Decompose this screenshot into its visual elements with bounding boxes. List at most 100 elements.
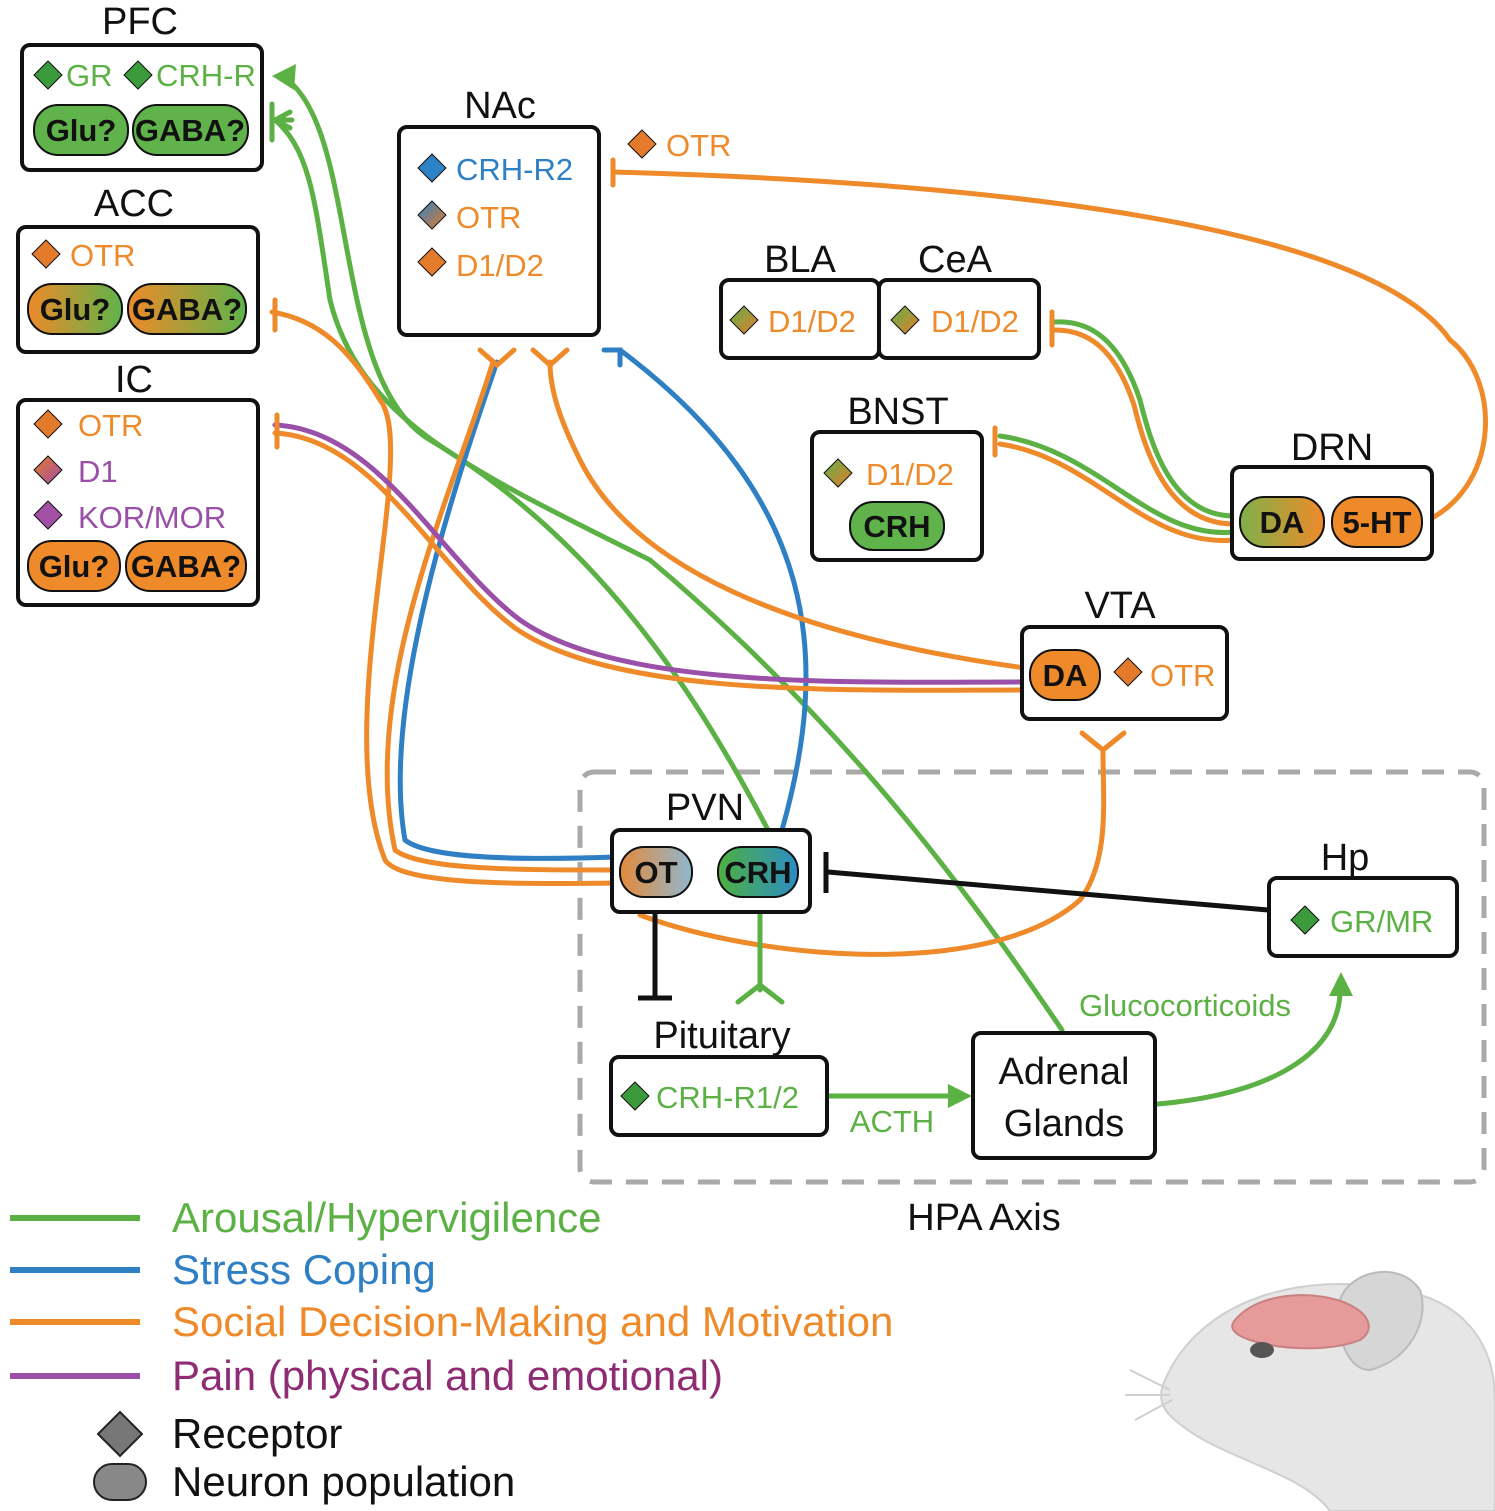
- legend-label-neuron-population: Neuron population: [172, 1458, 515, 1505]
- green-terminal-pfc: [269, 109, 295, 131]
- receptor-diamond-icon: [33, 409, 63, 439]
- region-pvn: PVN OT CRH: [610, 787, 812, 914]
- bla-title: BLA: [764, 239, 836, 281]
- orange-terminal-nac-2: [530, 347, 570, 369]
- pfc-pop-glu: [33, 104, 129, 156]
- drn-pop-5ht-label: 5-HT: [1343, 505, 1412, 540]
- black-hp-inhibit-pvn: [825, 869, 1271, 913]
- green-terminal-pituitary: [735, 981, 785, 1005]
- orange-pvn-to-nac: [384, 359, 618, 873]
- pvn-pop-ot-label: OT: [634, 855, 677, 890]
- pfc-title: PFC: [102, 1, 178, 43]
- drn-pop-da: [1239, 496, 1325, 548]
- legend-label-arousal: Arousal/Hypervigilence: [172, 1194, 602, 1241]
- glucocorticoids-label: Glucocorticoids: [1079, 988, 1291, 1023]
- nac-receptor-d1d2: D1/D2: [456, 248, 544, 283]
- orange-terminal-nac-1: [477, 347, 517, 369]
- green-glucocorticoids-arrow: [1155, 992, 1343, 1107]
- acc-receptor-otr: OTR: [70, 238, 135, 273]
- legend-label-social: Social Decision-Making and Motivation: [172, 1298, 893, 1345]
- blue-terminal-nac: [601, 347, 623, 368]
- hp-box: [1267, 876, 1459, 958]
- orange-vta-to-nac: [547, 359, 1028, 671]
- acc-title: ACC: [94, 183, 174, 225]
- receptor-diamond-icon: [31, 239, 61, 269]
- receptor-diamond-icon: [33, 455, 63, 485]
- receptor-diamond-icon: [1113, 657, 1143, 687]
- green-arrowhead-hp: [1329, 972, 1353, 996]
- receptor-diamond-icon: [33, 60, 63, 90]
- region-pfc: PFC GR CRH-R Glu? GABA?: [20, 1, 264, 172]
- mouse-brain-illustration-icon: [1125, 1271, 1495, 1511]
- bnst-pop-crh-label: CRH: [863, 509, 930, 544]
- ic-pop-gaba-label: GABA?: [131, 549, 241, 584]
- ic-pop-glu-label: Glu?: [39, 549, 110, 584]
- vta-receptor-otr: OTR: [1150, 658, 1215, 693]
- acc-pop-gaba: [127, 283, 247, 335]
- ic-receptor-d1: D1: [78, 454, 118, 489]
- cea-receptor-d1d2: D1/D2: [931, 304, 1019, 339]
- pvn-pop-crh-label: CRH: [724, 855, 791, 890]
- orange-drn-to-cea: [1052, 327, 1237, 527]
- acc-pop-glu-label: Glu?: [40, 292, 111, 327]
- receptor-diamond-icon: [890, 305, 920, 335]
- neuron-population-pill-icon: [93, 1463, 147, 1501]
- green-arrowhead-pfc: [272, 64, 296, 90]
- ic-receptor-kormor: KOR/MOR: [78, 500, 226, 535]
- acc-pop-glu: [27, 283, 123, 335]
- acc-pop-gaba-label: GABA?: [132, 292, 242, 327]
- receptor-diamond-icon: [729, 305, 759, 335]
- green-adrenal-to-pfc: [272, 117, 1065, 1033]
- acth-label: ACTH: [850, 1104, 934, 1139]
- receptor-diamond-icon: [823, 458, 853, 488]
- orange-pvn-to-vta: [637, 749, 1107, 957]
- purple-vta-to-ic: [272, 422, 1028, 685]
- legend-label-pain: Pain (physical and emotional): [172, 1352, 723, 1399]
- hp-title: Hp: [1321, 837, 1370, 879]
- pfc-pop-glu-label: Glu?: [46, 113, 117, 148]
- vta-title: VTA: [1084, 585, 1156, 627]
- adrenal-box: [971, 1031, 1157, 1160]
- receptor-diamond-icon: [1290, 905, 1320, 935]
- orange-drn-to-bnst: [997, 441, 1237, 543]
- receptor-diamond-icon: [620, 1081, 650, 1111]
- vta-pop-da-label: DA: [1043, 658, 1088, 693]
- pfc-pop-gaba: [132, 104, 249, 156]
- pfc-receptor-crhr: CRH-R: [156, 58, 256, 93]
- ic-receptor-otr: OTR: [78, 408, 143, 443]
- nac-receptor-crhr2: CRH-R2: [456, 152, 573, 187]
- nac-title: NAc: [464, 85, 536, 127]
- legend-label-stress: Stress Coping: [172, 1246, 436, 1293]
- region-drn: DRN DA 5-HT: [1230, 427, 1434, 561]
- legend: Arousal/Hypervigilence Stress Coping Soc…: [10, 1194, 893, 1505]
- drn-pop-5ht: [1331, 496, 1423, 548]
- cea-title: CeA: [918, 239, 993, 281]
- drn-title: DRN: [1291, 427, 1373, 469]
- pvn-pop-crh: [717, 846, 799, 898]
- green-arrowhead-adrenal: [948, 1084, 972, 1108]
- orange-vta-to-ic: [272, 430, 1028, 693]
- orange-drn-to-nac: [610, 169, 1488, 521]
- region-vta: VTA DA OTR: [1020, 585, 1229, 721]
- region-ic: IC OTR D1 KOR/MOR Glu? GABA?: [16, 359, 260, 607]
- hpa-axis-label: HPA Axis: [907, 1197, 1060, 1239]
- green-drn-to-cea: [1052, 319, 1237, 519]
- nac-box: [397, 125, 601, 337]
- connections: [269, 75, 1488, 1107]
- pvn-title: PVN: [666, 787, 744, 829]
- receptor-diamond-icon: [417, 247, 447, 277]
- receptor-diamond-icon: [627, 129, 657, 159]
- pfc-pop-gaba-label: GABA?: [135, 113, 245, 148]
- bla-receptor-d1d2: D1/D2: [768, 304, 856, 339]
- region-hp: Hp GR/MR: [1267, 837, 1459, 958]
- receptor-diamond-icon: [417, 153, 447, 183]
- nac-external-otr: OTR: [666, 128, 731, 163]
- receptor-diamond-icon: [33, 500, 63, 530]
- region-cea: CeA D1/D2: [877, 239, 1041, 360]
- legend-label-receptor: Receptor: [172, 1410, 342, 1457]
- orange-pvn-to-acc: [269, 309, 618, 887]
- terminals: [269, 64, 1353, 1108]
- pituitary-title: Pituitary: [653, 1015, 790, 1057]
- bnst-pop-crh: [849, 501, 945, 551]
- blue-pvn-to-nac-2: [617, 347, 809, 833]
